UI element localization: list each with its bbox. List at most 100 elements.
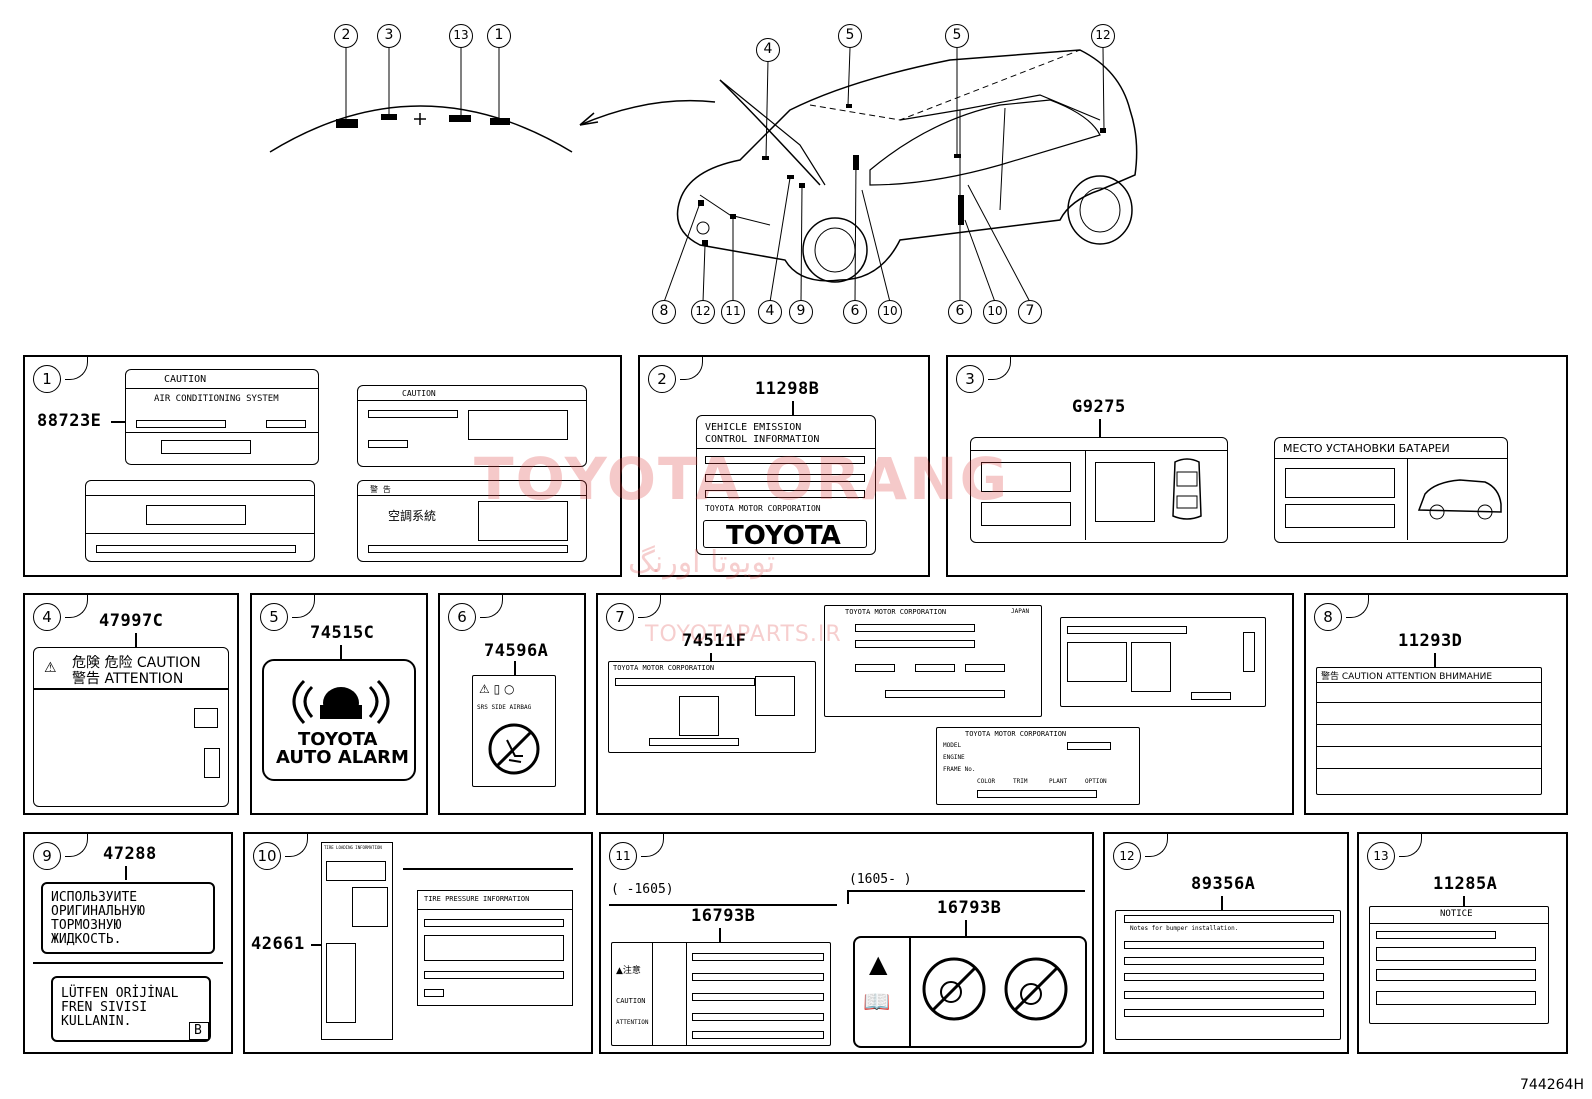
part-code: 47997C <box>99 611 164 631</box>
callout-roof-2: 2 <box>334 24 358 48</box>
part-code: 11285A <box>1433 874 1498 894</box>
part-code: 47288 <box>103 844 157 864</box>
vehicle-illustration <box>0 0 1592 340</box>
label-side-airbag: ⚠ ▯ ○ SRS SIDE AIRBAG <box>472 675 556 787</box>
field-model: MODEL <box>943 742 962 749</box>
no-child-seat-icon <box>488 723 540 775</box>
alarm-line-2: AUTO ALARM <box>276 747 409 768</box>
ru-line-1: ИСПОЛЬЗУИТЕ <box>51 890 138 905</box>
corp-text: TOYOTA MOTOR CORPORATION <box>705 504 821 513</box>
car-top-view-icon <box>1172 458 1202 520</box>
label-auto-alarm: TOYOTA AUTO ALARM <box>262 659 416 781</box>
japan-text: JAPAN <box>1011 608 1030 615</box>
callout-roof-13: 13 <box>449 24 473 48</box>
part-code: 88723E <box>37 411 102 431</box>
panel-12: 12 89356A Notes for bumper installation. <box>1103 832 1349 1054</box>
callout-roof-1: 1 <box>487 24 511 48</box>
label-ac-chinese: 警 告 空調系統 <box>357 480 587 562</box>
tr-line-2: FREN SIVISI <box>61 1000 148 1015</box>
ru-line-3: ТОРМОЗНУЮ <box>51 918 122 933</box>
field-plant: PLANT <box>1049 778 1068 785</box>
bumper-notes-text: Notes for bumper installation. <box>1130 925 1239 932</box>
callout-top-4: 4 <box>756 38 780 62</box>
ac-system-text: AIR CONDITIONING SYSTEM <box>154 394 279 404</box>
label-vin-1: TOYOTA MOTOR CORPORATION <box>608 661 816 753</box>
emission-line2: CONTROL INFORMATION <box>705 434 820 445</box>
panel-number: 1 <box>33 365 61 393</box>
panel-number: 12 <box>1113 842 1141 870</box>
part-code: 89356A <box>1191 874 1256 894</box>
corp-text: TOYOTA MOTOR CORPORATION <box>613 664 715 672</box>
ac-system-chinese: 空調系統 <box>388 509 437 523</box>
panel-1: 1 88723E CAUTION AIR CONDITIONING SYSTEM… <box>23 355 622 577</box>
panel-number: 2 <box>648 365 676 393</box>
panel-number: 9 <box>33 842 61 870</box>
part-code: 74596A <box>484 641 549 661</box>
panel-number: 7 <box>606 603 634 631</box>
label-battery-location-ru: МЕСТО УСТАНОВКИ БАТАРЕИ <box>1274 437 1508 543</box>
panel-2: 2 11298B VEHICLE EMISSION CONTROL INFORM… <box>638 355 930 577</box>
panel-number: 10 <box>253 842 281 870</box>
watermark-site: TOYOTAPARTS.IR <box>645 622 842 647</box>
attention-en: ATTENTION <box>616 1019 649 1026</box>
panel-number: 3 <box>956 365 984 393</box>
diagram-number: 744264H <box>1520 1077 1584 1093</box>
ru-line-2: ОРИГИНАЛЬНУЮ <box>51 904 145 919</box>
manual-info-icon: 📖 <box>863 990 891 1015</box>
car-drawing <box>269 47 1138 303</box>
panel-8: 8 11293D 警告 CAUTION ATTENTION ВНИМАНИЕ <box>1304 593 1568 815</box>
label-brake-fluid-ru: ИСПОЛЬЗУИТЕ ОРИГИНАЛЬНУЮ ТОРМОЗНУЮ ЖИДКО… <box>41 882 215 954</box>
label-battery-location <box>970 437 1228 543</box>
no-rear-facing-seat-icon <box>922 957 986 1021</box>
field-color: COLOR <box>977 778 996 785</box>
tire-loading-text: TIRE LOADING INFORMATION <box>324 845 382 850</box>
callout-bottom-8: 8 <box>652 300 676 324</box>
tire-pressure-text: TIRE PRESSURE INFORMATION <box>424 895 530 903</box>
side-airbag-text: SRS SIDE AIRBAG <box>477 704 532 711</box>
part-code: 11293D <box>1398 631 1463 651</box>
caution-en: CAUTION <box>616 997 646 1005</box>
panel-6: 6 74596A ⚠ ▯ ○ SRS SIDE AIRBAG <box>438 593 586 815</box>
panel-9: 9 47288 ИСПОЛЬЗУИТЕ ОРИГИНАЛЬНУЮ ТОРМОЗН… <box>23 832 233 1054</box>
caution-text: CAUTION <box>164 374 207 385</box>
callout-bottom-4: 4 <box>758 300 782 324</box>
warning-text: 警 告 <box>370 485 391 494</box>
panel-10: 10 42661 TIRE LOADING INFORMATION TIRE P… <box>243 832 593 1054</box>
callout-top-12: 12 <box>1091 24 1115 48</box>
part-code-2: 16793B <box>937 898 1002 918</box>
part-code: G9275 <box>1072 397 1126 417</box>
range-up-to-1605: ( -1605) <box>611 882 674 897</box>
panel-number: 6 <box>448 603 476 631</box>
callout-top-5a: 5 <box>838 24 862 48</box>
part-code: 74515C <box>310 623 375 643</box>
callout-bottom-12: 12 <box>691 300 715 324</box>
part-code: 11298B <box>755 379 820 399</box>
panel-13: 13 11285A NOTICE <box>1357 832 1568 1054</box>
notice-text: NOTICE <box>1440 909 1473 919</box>
label-vin-3 <box>1060 617 1266 707</box>
callout-bottom-10a: 10 <box>878 300 902 324</box>
part-code: 16793B <box>691 906 756 926</box>
caution-jp: ▲注意 <box>616 966 641 976</box>
field-option: OPTION <box>1085 778 1107 785</box>
panel-11: 11 ( -1605) (1605- ) 16793B 16793B ▲注意 C… <box>599 832 1094 1054</box>
label-ac-multilang <box>85 480 315 562</box>
alarm-line-1: TOYOTA <box>298 729 378 750</box>
label-airbag-old: ▲注意 CAUTION ATTENTION <box>611 942 831 1046</box>
tr-line-3: KULLANIN. <box>61 1014 132 1029</box>
label-vin-4: TOYOTA MOTOR CORPORATION MODEL ENGINE FR… <box>936 727 1140 805</box>
part-code: 42661 <box>251 934 305 954</box>
label-caution-attention: 危険 危险 CAUTION 警告 ATTENTION ⚠ <box>33 647 229 807</box>
panel-5: 5 74515C TOYOTA AUTO ALARM <box>250 593 428 815</box>
watermark-main: TOYOTA ORANG <box>474 445 1010 513</box>
label-bumper-notes: Notes for bumper installation. <box>1115 910 1341 1040</box>
caution-head: 警告 CAUTION ATTENTION ВНИМАНИЕ <box>1321 672 1493 682</box>
corp-text-2: TOYOTA MOTOR CORPORATION <box>845 608 947 616</box>
label-tire-pressure: TIRE PRESSURE INFORMATION <box>417 890 573 1006</box>
callout-roof-3: 3 <box>377 24 401 48</box>
warning-triangle-icon: ⚠ ▯ ○ <box>479 682 515 696</box>
warning-triangle-icon: ⚠ <box>44 660 57 676</box>
panel-4: 4 47997C 危険 危险 CAUTION 警告 ATTENTION ⚠ <box>23 593 239 815</box>
panel-number: 5 <box>260 603 288 631</box>
caution-head-1: 危険 危险 CAUTION <box>72 655 201 671</box>
